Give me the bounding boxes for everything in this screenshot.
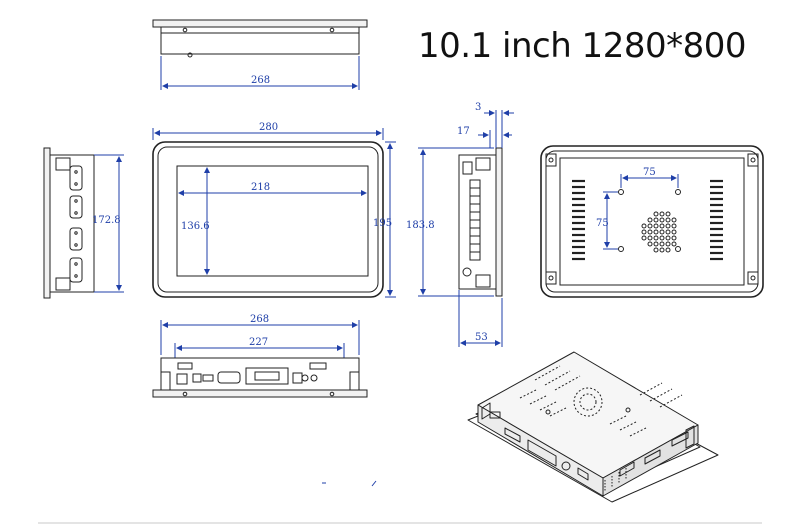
bottom-width-dim — [160, 320, 360, 355]
left-height-dim — [94, 154, 124, 293]
dim-front-screen-height: 136.6 — [181, 221, 210, 232]
dim-bottom-ports-width: 227 — [249, 337, 268, 348]
left-side-view — [43, 147, 95, 299]
dim-left-height: 172.8 — [92, 215, 121, 226]
speaker-grille — [641, 211, 677, 253]
dim-side-bezel: 3 — [475, 102, 481, 113]
back-spacing-v-dim — [603, 191, 618, 250]
dim-side-depth: 53 — [475, 332, 488, 343]
side-frame-dim — [478, 130, 512, 148]
dim-bottom-width: 268 — [250, 314, 269, 325]
headline-title: 10.1 inch 1280*800 — [418, 26, 746, 66]
front-view — [152, 141, 384, 298]
front-width-dim — [152, 128, 384, 140]
back-spacing-h-dim — [620, 174, 679, 188]
dim-front-screen-width: 218 — [251, 182, 270, 193]
back-vent-left — [572, 179, 585, 261]
dim-back-spacing-h: 75 — [643, 167, 656, 178]
isometric-view — [467, 351, 719, 503]
dim-side-frame: 17 — [457, 126, 470, 137]
dim-top-width: 268 — [251, 75, 270, 86]
bottom-ports-dim — [174, 343, 345, 360]
stray-marks — [322, 480, 377, 487]
bottom-view — [152, 357, 368, 398]
bottom-divider — [38, 522, 762, 524]
right-side-view — [458, 147, 503, 297]
dim-front-outer-height: 195 — [373, 218, 392, 229]
front-height-dim — [385, 141, 396, 298]
top-width-dim — [160, 56, 360, 90]
side-height-dim — [418, 147, 494, 297]
side-bezel-dim — [484, 110, 514, 148]
back-view — [540, 145, 764, 298]
side-depth-dim — [458, 290, 503, 347]
dim-side-height: 183.8 — [406, 220, 435, 231]
top-view — [152, 19, 368, 58]
dim-back-spacing-v: 75 — [596, 218, 609, 229]
back-vent-right — [710, 179, 723, 261]
vesa-holes — [618, 189, 681, 252]
dim-front-outer-width: 280 — [259, 122, 278, 133]
